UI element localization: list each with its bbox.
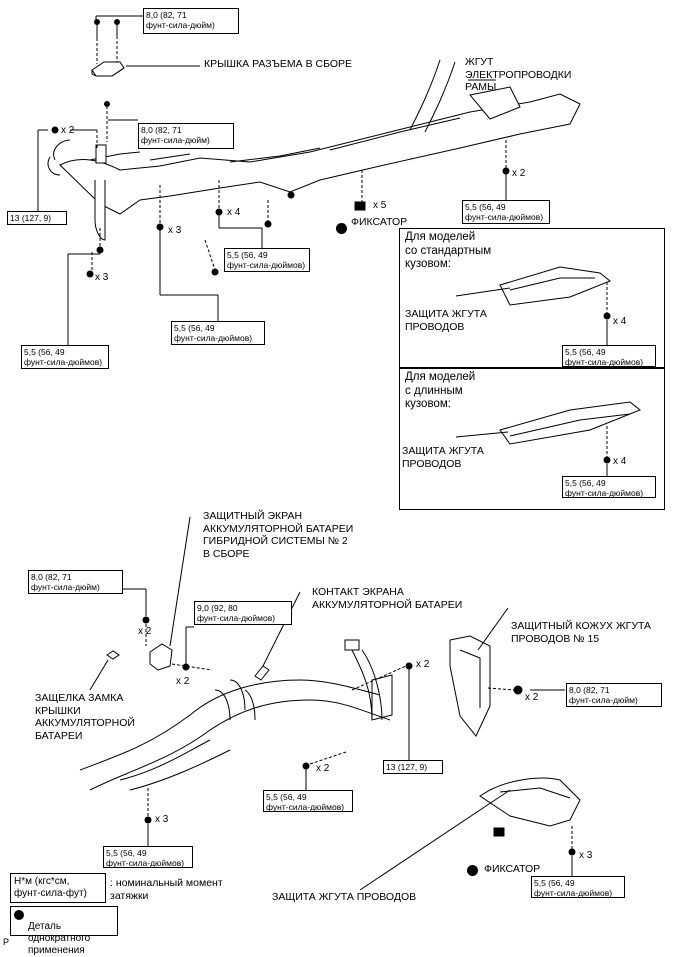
qty-x3-c: x 3 xyxy=(155,814,169,825)
torque-spec-bottom-right: 5,5 (56, 49 фунт-сила-дюймов) xyxy=(531,876,625,898)
label-wire-cover-15: ЗАЩИТНЫЙ КОЖУХ ЖГУТА ПРОВОДОВ № 15 xyxy=(511,620,652,645)
label-protector-standard: ЗАЩИТА ЖГУТА ПРОВОДОВ xyxy=(405,308,487,333)
label-protector-long: ЗАЩИТА ЖГУТА ПРОВОДОВ xyxy=(402,445,484,470)
legend-units: Н*м (кгс*см, фунт-сила-фут) xyxy=(10,873,106,903)
legend-dot xyxy=(14,910,24,920)
qty-x2-g: x 2 xyxy=(316,763,330,774)
torque-spec-13-a: 13 (127, 9) xyxy=(7,211,67,225)
qty-x2-e: x 2 xyxy=(176,676,190,687)
label-clamp-top: ФИКСАТОР xyxy=(351,216,408,228)
qty-x2-b: x 2 xyxy=(512,168,526,179)
qty-x3-b: x 3 xyxy=(95,272,109,283)
torque-spec-mid: 5,5 (56, 49 фунт-сила-дюймов) xyxy=(224,248,310,272)
torque-spec-bottom-left: 5,5 (56, 49 фунт-сила-дюймов) xyxy=(103,846,193,868)
panel-long-title: Для моделей с длинным кузовом: xyxy=(405,371,476,410)
legend-non-reusable-text: Деталь однократного применения xyxy=(28,921,91,956)
torque-spec-13-b: 13 (127, 9) xyxy=(383,760,443,774)
panel-long-body xyxy=(399,368,665,510)
torque-spec-cover15: 8,0 (82, 71 фунт-сила-дюйм) xyxy=(566,683,662,707)
standard-protector-part xyxy=(455,266,611,345)
qty-x2-a: x 2 xyxy=(61,125,75,136)
non-reusable-dot-bottom xyxy=(467,865,478,876)
qty-x2-f: x 2 xyxy=(525,692,539,703)
torque-spec-lower: 5,5 (56, 49 фунт-сила-дюймов) xyxy=(171,321,265,345)
label-lock-latch: ЗАЩЕЛКА ЗАМКА КРЫШКИ АККУМУЛЯТОРНОЙ БАТА… xyxy=(35,692,135,742)
corner-mark: P xyxy=(3,937,10,947)
label-battery-shield: ЗАЩИТНЫЙ ЭКРАН АККУМУЛЯТОРНОЙ БАТАРЕИ ГИ… xyxy=(203,510,354,560)
qty-x2-c: x 2 xyxy=(138,626,152,637)
label-shield-contact: КОНТАКТ ЭКРАНА АККУМУЛЯТОРНОЙ БАТАРЕИ xyxy=(312,586,463,611)
qty-x3-d: x 3 xyxy=(579,850,593,861)
torque-spec-bottom-mid: 5,5 (56, 49 фунт-сила-дюймов) xyxy=(263,790,353,812)
legend-non-reusable: Деталь однократного применения xyxy=(10,906,118,956)
non-reusable-dot xyxy=(336,223,347,234)
torque-spec-long: 5,5 (56, 49 фунт-сила-дюймов) xyxy=(562,476,656,498)
qty-x4-a: x 4 xyxy=(227,207,241,218)
label-protector-bottom: ЗАЩИТА ЖГУТА ПРОВОДОВ xyxy=(272,891,417,903)
hybrid-battery-shield-part xyxy=(123,516,213,671)
torque-spec-9: 9,0 (92, 80 фунт-сила-дюймов) xyxy=(194,601,292,625)
torque-spec-left: 5,5 (56, 49 фунт-сила-дюймов) xyxy=(21,345,109,369)
connector-cover-part xyxy=(91,15,145,77)
qty-x4-c: x 4 xyxy=(613,456,627,467)
label-frame-wire: ЖГУТ ЭЛЕКТРОПРОВОДКИ РАМЫ xyxy=(465,56,572,93)
legend-units-desc: : номинальный момент затяжки xyxy=(110,877,223,902)
torque-spec-cover: 8,0 (82, 71 фунт-сила-дюйм) xyxy=(143,8,239,34)
label-connector-cover: КРЫШКА РАЗЪЕМА В СБОРЕ xyxy=(204,58,353,70)
label-clamp-bottom: ФИКСАТОР xyxy=(484,863,541,875)
wire-cover-15-part xyxy=(449,607,565,737)
qty-x5: x 5 xyxy=(373,200,387,211)
panel-standard-title: Для моделей со стандартным кузовом: xyxy=(405,231,492,270)
torque-spec-shield: 8,0 (82, 71 фунт-сила-дюйм) xyxy=(28,570,123,594)
long-protector-part xyxy=(455,401,641,476)
qty-x3-a: x 3 xyxy=(168,225,182,236)
torque-spec-frame: 5,5 (56, 49 фунт-сила-дюймов) xyxy=(462,200,550,224)
torque-spec-standard: 5,5 (56, 49 фунт-сила-дюймов) xyxy=(562,345,656,367)
panel-standard-body xyxy=(399,228,665,368)
frame-wire-harness xyxy=(47,59,581,215)
qty-x4-b: x 4 xyxy=(613,316,627,327)
torque-spec-bolt: 8,0 (82, 71 фунт-сила-дюйм) xyxy=(138,123,234,149)
qty-x2-d: x 2 xyxy=(416,659,430,670)
bottom-wire-protector-part xyxy=(359,777,581,891)
